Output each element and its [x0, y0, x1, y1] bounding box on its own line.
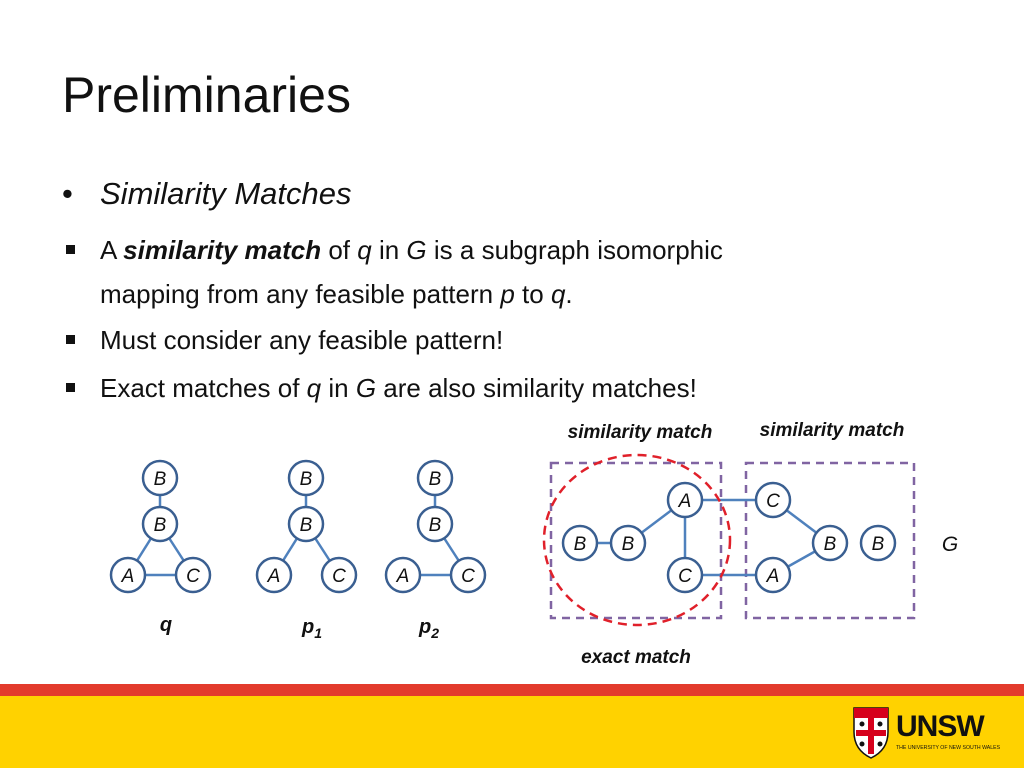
unsw-crest-icon — [853, 707, 889, 759]
label-similarity-match-left: similarity match — [568, 422, 713, 443]
node-label-c: C — [332, 566, 346, 587]
label-p1: p1 — [301, 616, 322, 641]
square-bullet-icon — [66, 335, 75, 344]
sub-bullet-1-text: A similarity match of q in G is a subgra… — [100, 235, 723, 309]
node-label-b: B — [574, 534, 587, 555]
node-label-b: B — [429, 515, 442, 536]
node-label-b: B — [154, 469, 167, 490]
node-label-a: A — [396, 566, 410, 587]
sub-bullet-2-text: Must consider any feasible pattern! — [100, 325, 504, 355]
node-label-a: A — [267, 566, 281, 587]
graph-p1-nodes — [255, 459, 358, 594]
label-q: q — [160, 614, 172, 636]
node-label-a: A — [678, 491, 692, 512]
node-label-a: A — [121, 566, 135, 587]
label-graph-g: G — [942, 533, 958, 556]
node-label-c: C — [186, 566, 200, 587]
footer-red-bar — [0, 684, 1024, 696]
unsw-logo-tagline: THE UNIVERSITY OF NEW SOUTH WALES — [896, 745, 1001, 751]
graph-diagram: B B A C B B A C B B A C q p1 p2 — [109, 420, 958, 668]
slide-title: Preliminaries — [62, 67, 351, 123]
node-label-a: A — [766, 566, 780, 587]
node-label-c: C — [678, 566, 692, 587]
node-label-b: B — [872, 534, 885, 555]
node-label-b: B — [300, 515, 313, 536]
main-bullet-text: Similarity Matches — [100, 176, 352, 211]
exact-match-circle — [542, 453, 732, 627]
label-similarity-match-right: similarity match — [760, 420, 905, 441]
unsw-logo: UNSW THE UNIVERSITY OF NEW SOUTH WALES — [853, 707, 1001, 759]
node-label-b: B — [429, 469, 442, 490]
node-label-b: B — [300, 469, 313, 490]
graph-g-nodes — [561, 481, 897, 594]
square-bullet-icon — [66, 383, 75, 392]
node-label-c: C — [461, 566, 475, 587]
dashed-box-right — [744, 461, 916, 620]
sub-bullet-3-text: Exact matches of q in G are also similar… — [100, 373, 697, 403]
node-label-c: C — [766, 491, 780, 512]
node-label-b: B — [154, 515, 167, 536]
unsw-logo-text: UNSW — [896, 710, 985, 743]
graph-q-nodes — [109, 459, 212, 594]
node-label-b: B — [622, 534, 635, 555]
bullet-dot: • — [62, 176, 73, 211]
graph-p2-nodes — [384, 459, 487, 594]
dashed-box-left — [549, 461, 723, 620]
label-p2: p2 — [418, 616, 439, 641]
node-label-b: B — [824, 534, 837, 555]
label-exact-match: exact match — [581, 647, 691, 668]
square-bullet-icon — [66, 245, 75, 254]
